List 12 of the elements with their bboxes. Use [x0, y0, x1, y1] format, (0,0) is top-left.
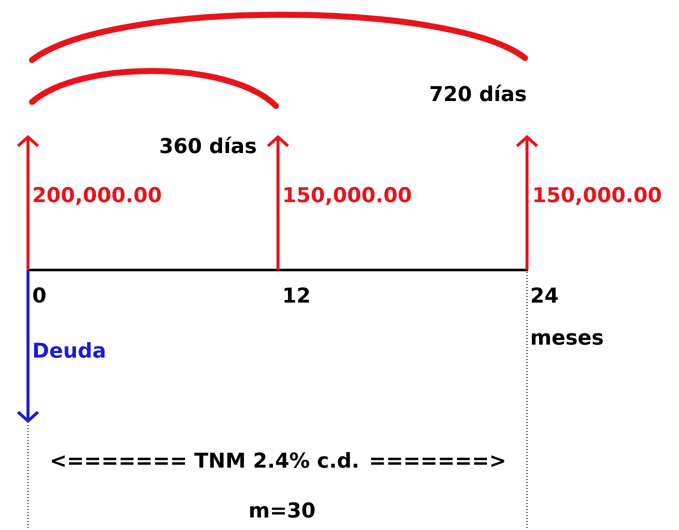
- flow-label: Deuda: [34, 342, 105, 358]
- period-number: 12: [284, 287, 309, 303]
- period-number: 24: [532, 287, 558, 303]
- duration-label: 720 días: [430, 84, 526, 102]
- rate-label: <======= TNM 2.4% c.d. =======>: [52, 452, 504, 468]
- period-number: 0: [33, 287, 46, 303]
- duration-label: 360 días: [160, 136, 256, 154]
- unit-label: meses: [532, 333, 603, 345]
- rate-label: m=30: [250, 502, 315, 518]
- amount-label: 200,000.00: [34, 186, 161, 206]
- amount-label: 150,000.00: [284, 186, 411, 206]
- amount-label: 150,000.00: [534, 186, 661, 206]
